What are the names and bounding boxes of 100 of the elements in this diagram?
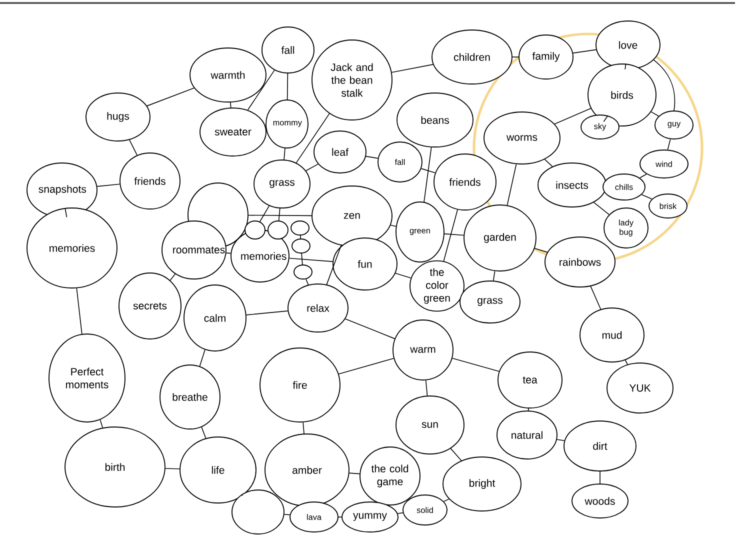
connector-line <box>296 113 330 164</box>
word-bubble: guy <box>654 110 694 140</box>
connector-line <box>653 60 676 111</box>
connector-line <box>338 516 342 518</box>
connector-line <box>306 278 309 286</box>
empty-bubble <box>268 220 288 240</box>
connector-line <box>391 64 434 73</box>
connector-line <box>348 472 360 474</box>
word-bubble: memories <box>26 208 118 288</box>
connector-line <box>230 102 232 108</box>
connector-line <box>667 138 671 150</box>
connector-line <box>338 358 394 374</box>
word-bubble: fire <box>260 348 340 422</box>
word-bubble: tea <box>498 352 562 408</box>
word-bubble: Jack and the bean stalk <box>312 40 392 120</box>
connector-line <box>247 70 275 110</box>
connector-line <box>301 253 303 265</box>
connector-line <box>260 205 270 222</box>
word-bubble: solid <box>402 494 448 526</box>
word-bubble: wind <box>640 150 688 178</box>
word-bubble: chills <box>602 174 646 200</box>
word-bubble: sky <box>580 114 620 140</box>
word-bubble: grass <box>254 160 310 208</box>
connector-line <box>302 422 304 434</box>
connector-line <box>506 164 517 206</box>
connector-line <box>146 88 194 106</box>
word-bubble: garden <box>464 204 536 272</box>
connector-line <box>534 248 548 253</box>
word-bubble: the color green <box>410 260 464 312</box>
connector-line <box>572 49 597 54</box>
word-bubble: relax <box>288 284 348 332</box>
connector-line <box>226 252 232 254</box>
connector-line <box>278 208 280 221</box>
word-bubble: roommates <box>162 220 226 280</box>
word-bubble: mommy <box>266 100 308 148</box>
word-bubble: warmth <box>190 48 266 102</box>
word-bubble: beans <box>396 92 474 148</box>
word-bubble: leaf <box>314 130 366 174</box>
connector-line <box>366 156 378 159</box>
word-bubble: children <box>432 30 512 84</box>
connector-line <box>306 164 319 172</box>
connector-line <box>425 380 428 396</box>
connector-line <box>165 468 180 470</box>
word-bubble: fall <box>262 26 314 74</box>
word-bubble: woods <box>572 484 628 518</box>
connector-line <box>556 439 565 442</box>
empty-bubble <box>244 220 266 240</box>
connector-line <box>199 349 206 367</box>
word-bubble: worms <box>484 112 560 164</box>
connector-line <box>443 209 458 262</box>
connector-line <box>554 108 592 124</box>
word-bubble: life <box>180 436 256 504</box>
word-bubble: sun <box>396 396 464 454</box>
connector-line <box>390 224 396 227</box>
connector-line <box>650 111 660 117</box>
word-bubble: rainbows <box>544 236 616 288</box>
connector-line <box>286 73 288 100</box>
word-bubble: friends <box>434 154 496 210</box>
connector-line <box>395 272 412 278</box>
word-bubble: brisk <box>648 194 688 218</box>
empty-bubble <box>232 490 284 534</box>
connector-line <box>129 140 138 156</box>
connector-line <box>639 174 647 178</box>
connector-line <box>444 233 464 236</box>
word-bubble: family <box>518 34 574 80</box>
word-bubble: breathe <box>160 364 220 430</box>
connector-line <box>624 63 626 70</box>
word-bubble: birth <box>64 426 166 508</box>
connector-line <box>424 146 432 202</box>
word-bubble: friends <box>120 152 180 210</box>
word-bubble: warm <box>392 320 454 380</box>
word-bubble: yummy <box>342 502 398 532</box>
connector-line <box>288 258 334 262</box>
empty-bubble <box>292 238 310 254</box>
connector-line <box>452 358 500 372</box>
connector-line <box>240 494 243 496</box>
empty-bubble <box>290 220 310 236</box>
word-bubble: bright <box>442 456 522 512</box>
connector-line <box>450 448 462 461</box>
word-bubble: lady bug <box>604 208 648 248</box>
connector-line <box>420 168 436 174</box>
word-bubble: grass <box>460 280 520 324</box>
connector-line <box>100 419 104 428</box>
word-bubble: love <box>596 20 660 70</box>
word-bubble: YUK <box>606 362 674 414</box>
connector-line <box>603 115 608 122</box>
connector-line <box>397 512 404 514</box>
word-bubble: fun <box>332 238 398 290</box>
connector-line <box>544 158 553 167</box>
word-bubble: fall <box>378 142 422 182</box>
connector-line <box>201 426 206 439</box>
connector-line <box>326 244 342 285</box>
connector-line <box>590 286 602 310</box>
word-bubble: Perfect moments <box>48 334 126 422</box>
word-bubble: secrets <box>118 272 182 340</box>
word-bubble: calm <box>184 284 246 352</box>
connector-line <box>512 56 519 58</box>
connector-line <box>624 360 628 365</box>
connector-line <box>246 310 288 316</box>
empty-bubble <box>294 264 312 280</box>
